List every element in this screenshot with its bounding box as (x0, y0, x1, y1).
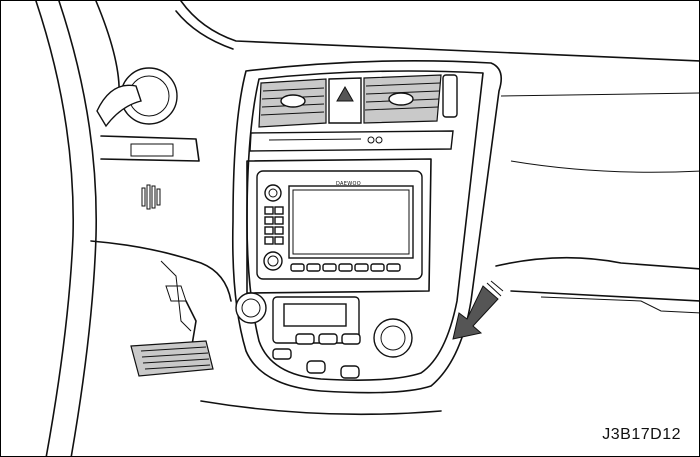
radio-brand-label: DAEWOO (336, 181, 361, 187)
removal-arrow-icon (452, 280, 504, 340)
radio-display (288, 185, 414, 259)
right-air-vent (363, 74, 458, 124)
steering-column (96, 67, 200, 162)
brake-pedal (130, 300, 214, 377)
left-air-vent (258, 78, 327, 128)
climate-control (235, 292, 413, 379)
radio-unit (246, 158, 432, 294)
speaker-grille (141, 184, 161, 210)
storage-strip (249, 130, 454, 152)
steering-wheel (35, 1, 120, 456)
hazard-switch (328, 77, 362, 124)
climate-display (283, 303, 347, 327)
dashboard-top-edge (175, 1, 699, 173)
lower-dash-lines (90, 240, 699, 416)
figure-code: J3B17D12 (602, 426, 681, 443)
hazard-triangle-icon (336, 85, 354, 102)
